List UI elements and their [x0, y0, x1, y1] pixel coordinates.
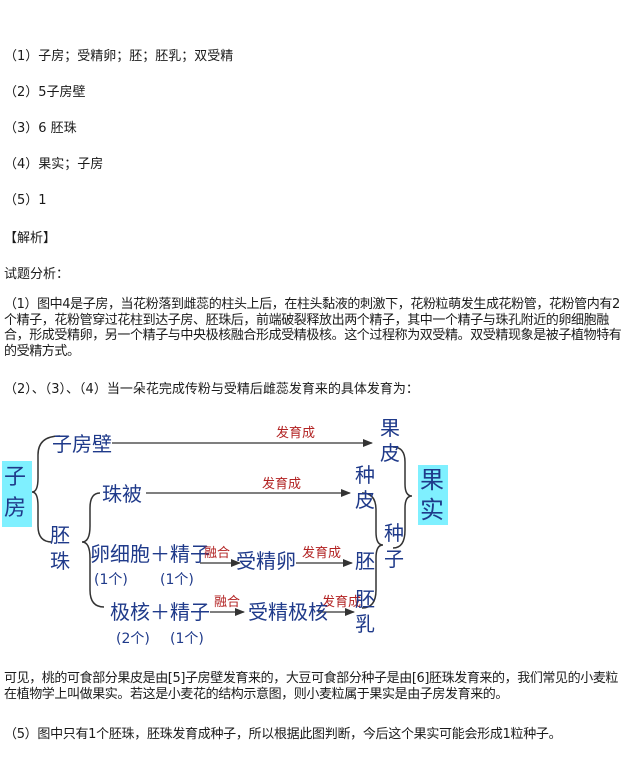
shoujingjihe-label: 受精极核	[248, 600, 328, 624]
develop-caption-2: 发育成	[262, 476, 301, 492]
guoshi-brace	[392, 446, 413, 549]
luanxibao-label: 卵细胞＋精子	[90, 542, 210, 566]
jingzi-count-2: (1个)	[170, 631, 204, 647]
analysis-para-1: （1）图中4是子房，当花粉落到雌蕊的柱头上后，在柱头黏液的刺激下，花粉粒萌发生成…	[4, 297, 622, 359]
zifang-box	[2, 461, 32, 527]
fuse-caption-1: 融合	[204, 546, 230, 561]
develop-caption-1: 发育成	[276, 425, 315, 441]
answer-2: （2）5子房壁	[4, 85, 86, 100]
peiru-label-2: 乳	[355, 612, 375, 636]
analysis-intro: 试题分析：	[4, 267, 70, 282]
peizhu-brace	[81, 492, 105, 608]
zhongpi-label-2: 皮	[355, 488, 375, 512]
answer-5: （5）1	[4, 193, 47, 208]
guoshi-box	[418, 465, 448, 525]
develop-caption-3: 发育成	[302, 545, 341, 561]
jihe-count: (2个)	[116, 631, 150, 647]
develop-caption-4: 发育成	[322, 594, 361, 610]
answer-1: （1）子房；受精卵；胚；胚乳；双受精	[4, 49, 234, 64]
analysis-para-3: 可见，桃的可食部分果皮是由[5]子房壁发育来的，大豆可食部分种子是由[6]胚珠发…	[4, 671, 619, 702]
peizhu-label-2: 珠	[50, 549, 70, 573]
zhongzi-label-1: 种	[384, 521, 404, 545]
peiru-label-1: 胚	[355, 587, 375, 611]
zhongzi-label-2: 子	[384, 547, 404, 571]
guoshi-label-2: 实	[420, 496, 444, 524]
analysis-para-5: （5）图中只有1个胚珠，胚珠发育成种子，所以根据此图判断，今后这个果实可能会形成…	[4, 727, 562, 742]
zhubei-label: 珠被	[102, 482, 142, 506]
luanxibao-count: (1个)	[94, 572, 128, 588]
zifang-label-2: 房	[4, 496, 26, 521]
zifang-brace	[31, 435, 61, 543]
zhongzi-brace	[361, 492, 384, 609]
answer-3: （3）6 胚珠	[4, 121, 77, 136]
guopi-label-1: 果	[380, 416, 400, 440]
guoshi-label-1: 果	[420, 466, 444, 494]
zhongpi-label-1: 种	[355, 463, 375, 487]
development-diagram: 子 房 子房壁 珠被 胚 珠 卵细胞＋精子 (1个) (1个) 极核＋精子 (2…	[2, 416, 448, 647]
answer-4: （4）果实；子房	[4, 157, 104, 172]
analysis-para-2: （2）、（3）、（4）当一朵花完成传粉与受精后雌蕊发育来的具体发育为：	[4, 382, 419, 397]
pei-label: 胚	[355, 549, 375, 573]
peizhu-label-1: 胚	[50, 523, 70, 547]
shoujingluan-label: 受精卵	[236, 549, 296, 573]
zifangbi-label: 子房壁	[52, 432, 112, 456]
fuse-caption-2: 融合	[214, 595, 240, 610]
zifang-label-1: 子	[4, 465, 26, 490]
jihe-label: 极核＋精子	[110, 600, 210, 624]
jingzi-count-1: (1个)	[160, 572, 194, 588]
analysis-header: 【解析】	[4, 231, 57, 246]
guopi-label-2: 皮	[380, 441, 400, 465]
